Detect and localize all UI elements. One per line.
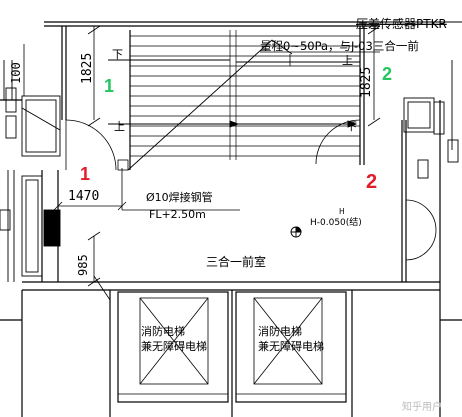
annotation-green-1: 1 — [104, 76, 114, 96]
pipe-elevation: FL+2.50m — [149, 208, 206, 221]
elevation-marker — [290, 226, 302, 238]
stair-up-right: 上 — [342, 54, 353, 67]
annotation-red-1: 1 — [80, 164, 90, 184]
dim-small-left: 985 — [76, 254, 90, 276]
elevator-left-label-1: 消防电梯 — [141, 324, 185, 338]
leader-lines — [93, 51, 380, 301]
elevation-value: H-0.050(结) — [310, 216, 362, 228]
annotation-red-2: 2 — [366, 171, 377, 193]
walls — [0, 21, 462, 417]
elevator-left-label-2: 兼无障碍电梯 — [141, 339, 207, 353]
stair-arrows — [108, 59, 360, 128]
room-name: 三合一前室 — [206, 254, 266, 269]
dim-width-left: 1470 — [68, 189, 99, 204]
elevator-cars — [118, 297, 346, 395]
elevator-right-label-1: 消防电梯 — [258, 324, 302, 338]
watermark: 知乎用户 — [402, 400, 442, 413]
elevator-right-label-2: 兼无障碍电梯 — [258, 339, 324, 353]
dim-left-stair: 1825 — [80, 53, 95, 84]
dim-top-left: 100 — [9, 62, 23, 84]
stair-up-left: 上 — [114, 120, 125, 133]
stair-down-right: 下 — [346, 120, 357, 133]
right-equipment — [380, 21, 462, 179]
left-equipment — [0, 60, 61, 282]
sensor-note: 量程0~50Pa，与J-03三合一前 — [260, 39, 419, 53]
stair-treads — [130, 30, 360, 160]
text-layer: 压差传感器PTKR 量程0~50Pa，与J-03三合一前 Ø10焊接钢管 FL+… — [9, 16, 447, 413]
elevation-h: H — [339, 207, 345, 216]
stair-down-left: 下 — [112, 48, 123, 61]
dim-right-stair: 1825 — [359, 67, 374, 98]
top-right-title: 压差传感器PTKR — [356, 16, 447, 31]
door-swings — [65, 119, 437, 261]
stair-break-line — [127, 39, 293, 171]
annotation-green-2: 2 — [382, 64, 392, 84]
pipe-note: Ø10焊接钢管 — [146, 190, 213, 204]
dimension-lines — [23, 25, 381, 287]
